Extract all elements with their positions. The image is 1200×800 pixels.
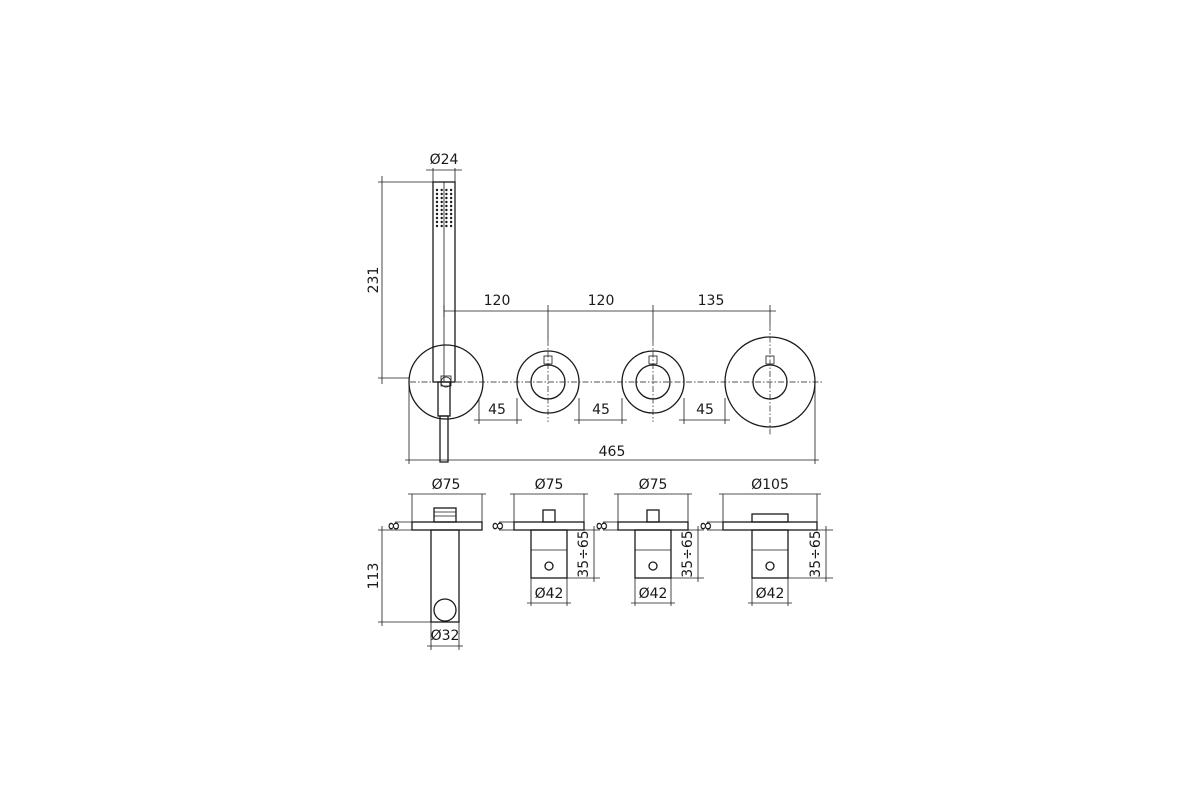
nozzle-dot [449,188,453,192]
dim-valve-1-plate-thickness: 8 [491,522,507,531]
nozzle-dot [440,196,443,200]
nozzle-dot [445,196,448,200]
nozzle-dot [435,212,439,216]
nozzle-dot [445,220,448,224]
nozzle-dot [435,220,439,224]
valve-3-knob-side [751,513,789,523]
nozzle-dot [445,204,448,208]
nozzle-dot [445,200,448,204]
nozzle-dot [440,208,443,212]
valve-2-body-side [634,529,672,579]
dim-valve-2-adjust-range: 35÷65 [680,530,696,577]
dim-spacing-2: 120 [588,293,615,309]
nozzle-dot [440,204,443,208]
dim-spacing-1: 120 [484,293,511,309]
nozzle-dot [440,212,443,216]
nozzle-dot [445,216,448,220]
nozzle-dot [449,204,453,208]
nozzle-dot [440,192,443,196]
nozzle-dot [449,192,453,196]
dim-gap-1: 45 [488,402,506,418]
holder-plate-side [411,521,483,531]
hand-shower-nozzles [435,188,453,228]
nozzle-dot [445,224,448,228]
hand-shower-hose [439,415,449,463]
holder-connector [433,598,457,622]
nozzle-dot [449,224,453,228]
dim-holder-plate-thickness: 8 [387,522,403,531]
valve-3-plate-side [722,521,818,531]
valve-2-side-view: Ø75 8 35÷65 Ø42 [595,477,704,606]
dim-valve-1-adjust-range: 35÷65 [576,530,592,577]
dim-valve-2-plate-thickness: 8 [595,522,611,531]
valve-3-port [765,561,775,571]
dim-valve-1-body-diameter: Ø42 [535,586,564,602]
dim-valve-2-body-diameter: Ø42 [639,586,668,602]
nozzle-dot [435,204,439,208]
nozzle-dot [440,200,443,204]
nozzle-dot [440,224,443,228]
dim-hand-shower-height: 231 [366,267,382,294]
dim-valve-2-plate-diameter: Ø75 [639,477,668,493]
nozzle-dot [435,216,439,220]
holder-body-side [430,529,460,623]
dim-holder-body-diameter: Ø32 [431,628,460,644]
dim-valve-3-adjust-range: 35÷65 [808,530,824,577]
dim-spacing-3: 135 [698,293,725,309]
nozzle-dot [449,220,453,224]
nozzle-dot [435,188,439,192]
holder-bracket-top [433,507,457,523]
hand-shower [432,181,456,463]
dim-valve-3-plate-diameter: Ø105 [751,477,789,493]
hand-shower-neck [437,381,451,417]
dim-holder-depth: 113 [366,563,382,590]
dim-hand-shower-diameter: Ø24 [430,152,459,168]
holder-bracket [440,375,452,387]
valve-2-plate-side [617,521,689,531]
nozzle-dot [449,216,453,220]
valve-2-port [648,561,658,571]
nozzle-dot [435,192,439,196]
nozzle-dot [445,208,448,212]
valve-2-spindle [646,509,660,523]
nozzle-dot [449,212,453,216]
dim-valve-1-plate-diameter: Ø75 [535,477,564,493]
nozzle-dot [449,196,453,200]
valve-1-side-view: Ø75 8 35÷65 Ø42 [491,477,600,606]
nozzle-dot [440,188,443,192]
dim-valve-3-plate-thickness: 8 [699,522,715,531]
valve-1-body-side [530,529,568,579]
nozzle-dot [435,224,439,228]
dim-valve-3-body-diameter: Ø42 [756,586,785,602]
nozzle-dot [435,200,439,204]
valve-3-body-side [751,529,789,579]
holder-side-view: Ø75 8 113 Ø32 [366,477,486,650]
dim-overall-width: 465 [599,444,626,460]
front-view: Ø24 231 120 120 135 45 45 45 465 [366,152,822,464]
valve-1-plate-side [513,521,585,531]
nozzle-dot [445,192,448,196]
nozzle-dot [440,216,443,220]
nozzle-dot [435,196,439,200]
valve-1-port [544,561,554,571]
nozzle-dot [440,220,443,224]
nozzle-dot [449,208,453,212]
dim-holder-plate-diameter: Ø75 [432,477,461,493]
valve-3-side-view: Ø105 8 35÷65 Ø42 [699,477,833,606]
valve-1-spindle [542,509,556,523]
dim-gap-3: 45 [696,402,714,418]
nozzle-dot [445,212,448,216]
nozzle-dot [435,208,439,212]
nozzle-dot [449,200,453,204]
nozzle-dot [445,188,448,192]
dim-gap-2: 45 [592,402,610,418]
